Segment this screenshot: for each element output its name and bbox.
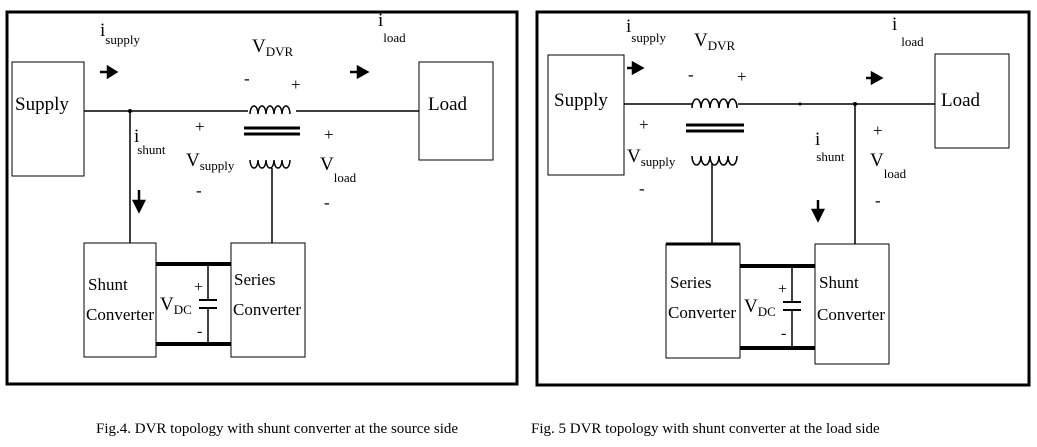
fig5-dc-capacitor <box>783 266 801 348</box>
fig4-series-converter-l2: Converter <box>233 300 301 319</box>
fig5-supply-box <box>547 54 625 176</box>
fig5-vdc-minus: - <box>781 325 786 342</box>
fig4-vdc-label: VDC <box>160 294 192 317</box>
fig5-load-box <box>934 53 1010 149</box>
fig4-i-load-label: iload <box>378 10 406 45</box>
fig5-supply-current-arrow <box>627 60 645 76</box>
fig5-vdvr-minus: - <box>688 65 694 84</box>
fig5-vload-plus: + <box>873 121 883 140</box>
fig5-vload-minus: - <box>875 191 881 210</box>
fig4-load-current-arrow <box>350 64 370 80</box>
fig4-vdc-minus: - <box>197 323 202 340</box>
fig4-caption: Fig.4. DVR topology with shunt converter… <box>96 421 458 437</box>
fig5-shunt-current-arrow <box>810 200 826 223</box>
fig5-vdc-label: VDC <box>744 296 776 319</box>
fig4-shunt-converter-box <box>83 242 157 358</box>
fig5-vsupply-plus: + <box>639 115 649 134</box>
fig4-vdc-plus: + <box>194 279 203 296</box>
fig4-i-supply-label: isupply <box>100 20 140 47</box>
fig5-vsupply-minus: - <box>639 179 645 198</box>
fig4-vdvr-label: VDVR <box>252 36 294 59</box>
fig4-transformer <box>244 105 300 169</box>
fig4-load-box <box>418 61 494 161</box>
fig5-load-label: Load <box>941 90 981 111</box>
fig5-supply-label: Supply <box>554 90 608 111</box>
fig4-supply-current-arrow <box>100 64 119 80</box>
fig4-vsupply-plus: + <box>195 117 205 136</box>
fig4-shunt-converter-l1: Shunt <box>88 275 128 294</box>
fig5-series-converter-box <box>665 243 741 359</box>
fig5-series-converter-l2: Converter <box>668 303 736 322</box>
fig5-series-converter-l1: Series <box>670 273 712 292</box>
fig4-dc-capacitor <box>199 264 217 344</box>
fig5-load-current-arrow <box>866 70 884 86</box>
fig4-shunt-current-arrow <box>131 190 147 214</box>
fig4-vdvr-plus: + <box>291 75 301 94</box>
fig5-shunt-converter-l1: Shunt <box>819 273 859 292</box>
fig4-series-converter-box <box>230 242 306 358</box>
fig5-caption: Fig. 5 DVR topology with shunt converter… <box>531 421 880 437</box>
fig4-load-label: Load <box>428 94 468 115</box>
fig4-vload-label: Vload <box>320 154 357 185</box>
fig5-vdvr-label: VDVR <box>694 30 736 53</box>
fig4-vdvr-minus: - <box>244 69 250 88</box>
fig5-shunt-converter-l2: Converter <box>817 305 885 324</box>
fig5-i-load-label: iload <box>892 14 924 49</box>
fig4-shunt-node <box>128 109 132 113</box>
fig5-transformer <box>686 98 744 166</box>
fig4-shunt-converter-l2: Converter <box>86 305 154 324</box>
fig5-vdvr-plus: + <box>737 67 747 86</box>
fig5-line-dot <box>798 102 802 106</box>
fig4-vsupply-minus: - <box>196 181 202 200</box>
fig4-diagram: Supply Load Shunt Converter Series Conve… <box>5 10 519 386</box>
fig5-shunt-converter-box <box>814 243 890 365</box>
fig5-vsupply-label: Vsupply <box>627 146 676 169</box>
fig4-series-converter-l1: Series <box>234 270 276 289</box>
fig4-supply-label: Supply <box>15 94 69 115</box>
fig4-vsupply-label: Vsupply <box>186 150 235 173</box>
fig5-diagram: Supply Load Series Converter Shunt Conve… <box>535 10 1031 387</box>
fig4-vload-minus: - <box>324 193 330 212</box>
fig4-vload-plus: + <box>324 125 334 144</box>
fig5-shunt-node <box>853 102 857 106</box>
fig4-border <box>5 10 519 386</box>
fig5-i-supply-label: isupply <box>626 16 666 45</box>
fig4-supply-box <box>11 61 85 177</box>
fig5-vload-label: Vload <box>870 150 907 181</box>
fig5-vdc-plus: + <box>778 281 787 298</box>
fig5-border <box>535 10 1031 387</box>
